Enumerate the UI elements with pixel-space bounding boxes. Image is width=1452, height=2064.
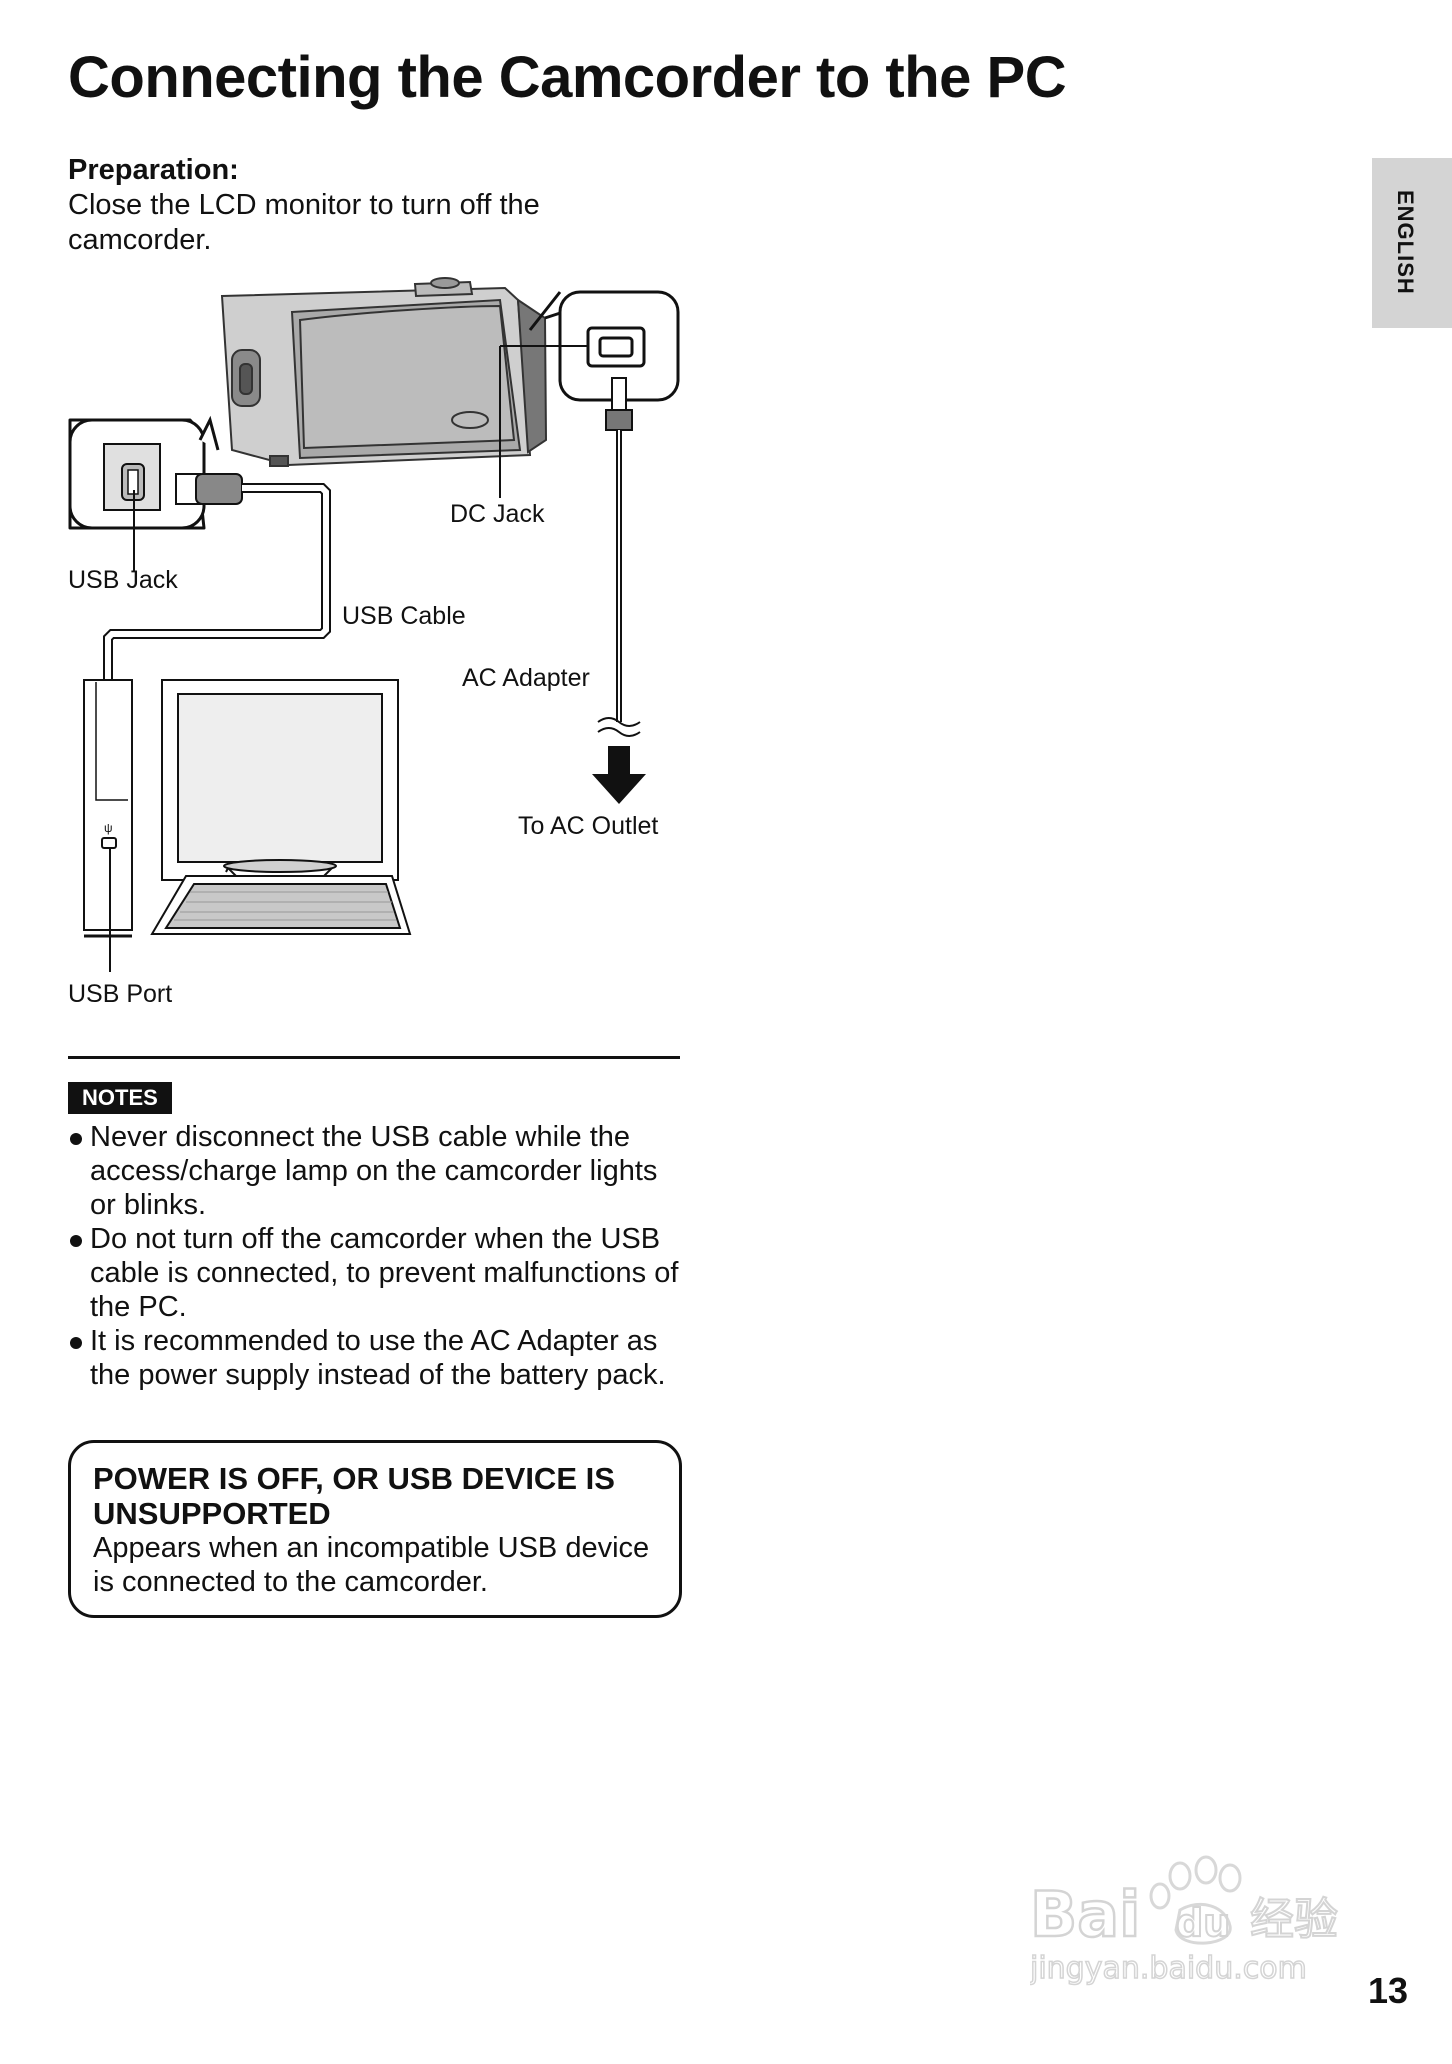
note-item: It is recommended to use the AC Adapter … [68, 1324, 688, 1392]
dc-jack-label: DC Jack [450, 500, 545, 528]
notes-badge: NOTES [68, 1082, 172, 1114]
section-divider [68, 1056, 680, 1059]
notes-list: Never disconnect the USB cable while the… [68, 1120, 688, 1392]
camcorder-illustration [220, 277, 548, 467]
note-item: Do not turn off the camcorder when the U… [68, 1222, 688, 1324]
preparation-text: Close the LCD monitor to turn off the ca… [68, 189, 540, 256]
page-number: 13 [1368, 1970, 1409, 2011]
baidu-watermark-logo: Bai du 经验 jingyan.baidu.com [1030, 1855, 1339, 1987]
usb-cable-label: USB Cable [342, 602, 466, 630]
svg-text:jingyan.baidu.com: jingyan.baidu.com [1030, 1951, 1307, 1986]
pc-keyboard [150, 875, 412, 935]
dc-jack-callout [499, 290, 680, 498]
page-title: Connecting the Camcorder to the PC [68, 45, 1067, 110]
to-ac-outlet-label: To AC Outlet [518, 812, 659, 840]
svg-text:du: du [1176, 1901, 1230, 1945]
usb-port-label: USB Port [68, 980, 173, 1008]
svg-text:经验: 经验 [1250, 1894, 1338, 1945]
ac-adapter-cable [597, 377, 641, 737]
language-tab-label: ENGLISH [1393, 190, 1418, 295]
connection-diagram: ψ [68, 277, 680, 972]
pc-tower: ψ [83, 679, 133, 972]
note-item: Never disconnect the USB cable while the… [68, 1120, 688, 1222]
error-message-box: POWER IS OFF, OR USB DEVICE IS UNSUPPORT… [68, 1440, 682, 1618]
preparation-heading: Preparation: [68, 154, 239, 186]
svg-text:Bai: Bai [1030, 1878, 1140, 1951]
language-tab [1372, 158, 1452, 328]
usb-jack-label: USB Jack [68, 566, 178, 594]
error-message-title: POWER IS OFF, OR USB DEVICE IS UNSUPPORT… [93, 1461, 615, 1531]
svg-text:ψ: ψ [104, 821, 113, 835]
pc-monitor [161, 679, 399, 881]
error-message-text: Appears when an incompatible USB device … [93, 1532, 650, 1598]
ac-adapter-label: AC Adapter [462, 664, 590, 692]
outlet-arrow-icon [592, 746, 646, 804]
